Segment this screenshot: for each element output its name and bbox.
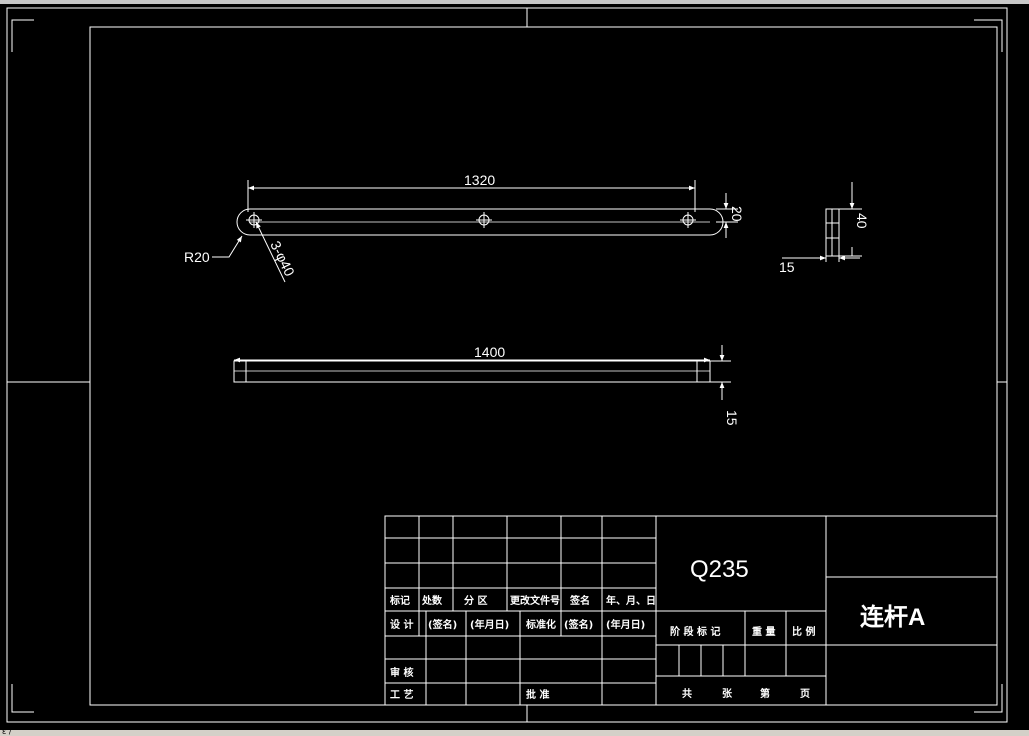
dim-thickness: 15 bbox=[724, 410, 740, 426]
dim-top-length: 1320 bbox=[464, 172, 495, 188]
svg-text:比 例: 比 例 bbox=[792, 625, 815, 638]
corner-marks bbox=[11, 19, 1003, 713]
dim-radius: R20 bbox=[184, 249, 210, 265]
svg-text:(签名): (签名) bbox=[564, 618, 593, 631]
svg-text:页: 页 bbox=[800, 688, 810, 700]
label-process: 工 艺 bbox=[390, 688, 413, 701]
design-row: 设 计 (签名) (年月日) 标准化 (签名) (年月日) bbox=[390, 618, 645, 631]
svg-text:(年月日): (年月日) bbox=[606, 618, 645, 631]
svg-text:签名: 签名 bbox=[569, 594, 590, 607]
svg-text:更改文件号: 更改文件号 bbox=[510, 594, 560, 607]
label-review: 审 核 bbox=[390, 666, 413, 679]
svg-text:(年月日): (年月日) bbox=[470, 618, 509, 631]
sheet-count: 共 张 第 页 bbox=[682, 687, 810, 700]
label-approve: 批 准 bbox=[526, 688, 549, 701]
leader-r20 bbox=[212, 235, 243, 258]
viewer-top-strip bbox=[0, 0, 1029, 4]
svg-text:标记: 标记 bbox=[389, 594, 410, 607]
svg-text:设 计: 设 计 bbox=[390, 618, 413, 631]
svg-text:标准化: 标准化 bbox=[525, 618, 556, 631]
svg-text:处数: 处数 bbox=[421, 594, 443, 607]
dim-side-width: 15 bbox=[779, 259, 795, 275]
leader-holes bbox=[255, 221, 286, 283]
link-top-view bbox=[212, 180, 738, 283]
centering-marks bbox=[7, 8, 1007, 722]
material-label: Q235 bbox=[690, 556, 749, 583]
dim-width: 20 bbox=[729, 206, 745, 222]
link-side-view bbox=[782, 182, 862, 262]
title-block bbox=[384, 515, 998, 706]
status-fragment: ε / bbox=[2, 727, 12, 736]
dim-bottom-length: 1400 bbox=[474, 344, 505, 360]
link-outline bbox=[236, 208, 724, 236]
link-front-view bbox=[233, 345, 731, 400]
svg-text:年、月、日: 年、月、日 bbox=[606, 594, 656, 607]
sheet-outer-border bbox=[6, 7, 1008, 723]
svg-text:阶 段 标 记: 阶 段 标 记 bbox=[670, 625, 720, 638]
svg-text:重 量: 重 量 bbox=[752, 625, 775, 638]
viewer-status-strip: ε / bbox=[0, 727, 1029, 736]
revision-row: 标记 处数 分 区 更改文件号 签名 年、月、日 bbox=[389, 594, 656, 607]
svg-text:分 区: 分 区 bbox=[464, 594, 487, 607]
svg-text:第: 第 bbox=[760, 687, 770, 700]
dim-holes: 3-φ40 bbox=[267, 238, 298, 279]
dim-side-height: 40 bbox=[854, 213, 870, 229]
svg-text:张: 张 bbox=[722, 687, 733, 700]
part-name: 连杆A bbox=[860, 603, 925, 631]
stage-headers: 阶 段 标 记 重 量 比 例 bbox=[670, 625, 815, 638]
svg-text:(签名): (签名) bbox=[428, 618, 457, 631]
svg-text:共: 共 bbox=[682, 687, 692, 700]
